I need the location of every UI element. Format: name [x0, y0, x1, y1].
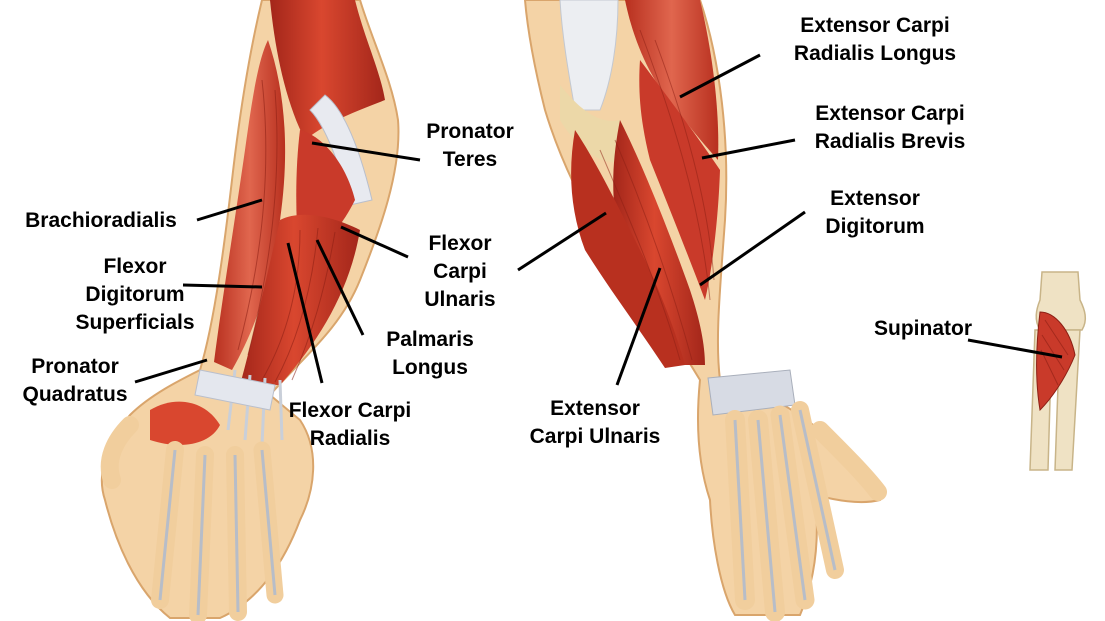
label-line: Superficials: [60, 309, 210, 337]
label-flexor-carpi-radialis: Flexor Carpi Radialis: [275, 397, 425, 453]
label-extensor-carpi-ulnaris: Extensor Carpi Ulnaris: [510, 395, 680, 451]
label-pronator-quadratus: Pronator Quadratus: [10, 353, 140, 409]
label-line: Flexor: [410, 230, 510, 258]
label-line: Digitorum: [805, 213, 945, 241]
label-brachioradialis: Brachioradialis: [10, 207, 192, 235]
label-line: Pronator: [410, 118, 530, 146]
label-line: Supinator: [868, 315, 978, 343]
label-line: Digitorum: [60, 281, 210, 309]
label-extensor-carpi-radialis-longus: Extensor Carpi Radialis Longus: [780, 12, 970, 68]
label-line: Extensor Carpi: [795, 100, 985, 128]
label-line: Extensor Carpi: [780, 12, 970, 40]
label-extensor-digitorum: Extensor Digitorum: [805, 185, 945, 241]
label-line: Ulnaris: [410, 286, 510, 314]
label-flexor-digitorum-superficialis: Flexor Digitorum Superficials: [60, 253, 210, 337]
label-line: Radialis Brevis: [795, 128, 985, 156]
label-line: Quadratus: [10, 381, 140, 409]
label-line: Flexor Carpi: [275, 397, 425, 425]
posterior-forearm-illustration: [525, 0, 880, 615]
label-extensor-carpi-radialis-brevis: Extensor Carpi Radialis Brevis: [795, 100, 985, 156]
label-line: Pronator: [10, 353, 140, 381]
label-line: Radialis: [275, 425, 425, 453]
label-line: Teres: [410, 146, 530, 174]
label-line: Carpi: [410, 258, 510, 286]
label-line: Brachioradialis: [10, 207, 192, 235]
label-palmaris-longus: Palmaris Longus: [365, 326, 495, 382]
label-line: Palmaris: [365, 326, 495, 354]
label-line: Radialis Longus: [780, 40, 970, 68]
label-line: Extensor: [510, 395, 680, 423]
label-line: Flexor: [60, 253, 210, 281]
supinator-inset-illustration: [1000, 272, 1105, 470]
label-pronator-teres: Pronator Teres: [410, 118, 530, 174]
label-line: Extensor: [805, 185, 945, 213]
label-line: Carpi Ulnaris: [510, 423, 680, 451]
label-supinator: Supinator: [868, 315, 978, 343]
label-flexor-carpi-ulnaris: Flexor Carpi Ulnaris: [410, 230, 510, 314]
label-line: Longus: [365, 354, 495, 382]
